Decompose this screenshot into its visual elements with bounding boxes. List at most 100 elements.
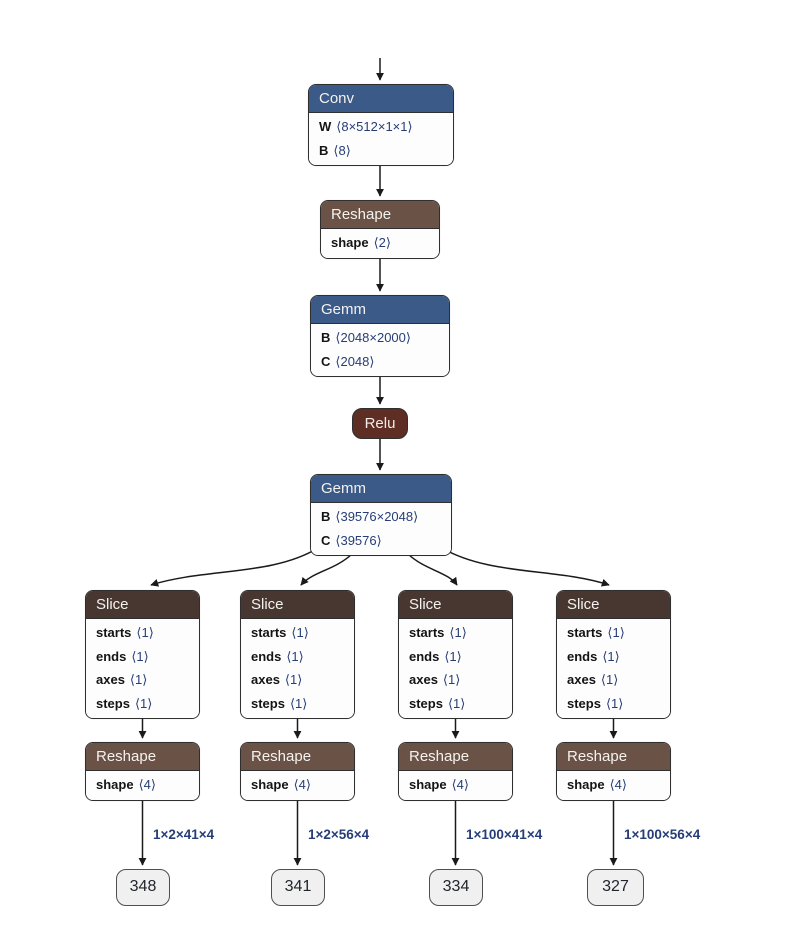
node-reshape-1-header[interactable]: Reshape	[86, 743, 199, 771]
output-node-348[interactable]: 348	[116, 869, 170, 906]
attr-name: starts	[251, 625, 287, 640]
attr-row: B ⟨39576×2048⟩	[321, 505, 441, 529]
attr-name: shape	[331, 235, 369, 250]
attr-name: B	[321, 509, 331, 524]
attr-value: ⟨2048×2000⟩	[335, 330, 411, 345]
edge-shape-label-2: 1×2×56×4	[308, 827, 370, 842]
attr-value: ⟨1⟩	[444, 648, 462, 664]
node-reshape-2-header[interactable]: Reshape	[241, 743, 354, 771]
attr-row: shape ⟨4⟩	[96, 773, 189, 797]
attr-name: C	[321, 353, 331, 369]
attr-value: ⟨1⟩	[131, 648, 149, 664]
attr-name: shape	[409, 777, 447, 792]
node-gemm2-header[interactable]: Gemm	[311, 475, 451, 503]
attr-value: ⟨4⟩	[138, 777, 156, 792]
attr-name: shape	[567, 777, 605, 792]
attr-name: starts	[409, 625, 445, 640]
attr-value: ⟨1⟩	[286, 648, 304, 664]
attr-row: ends⟨1⟩	[96, 645, 189, 669]
attr-name: ends	[409, 648, 440, 664]
attr-name: starts	[567, 625, 603, 640]
attr-value: ⟨39576⟩	[335, 532, 382, 548]
attr-value: ⟨4⟩	[609, 777, 627, 792]
attr-row: steps⟨1⟩	[96, 692, 189, 716]
node-reshape-1-body: shape ⟨4⟩	[86, 771, 199, 800]
node-conv[interactable]: Conv W⟨8×512×1×1⟩ B⟨8⟩	[308, 84, 454, 166]
attr-value: ⟨4⟩	[451, 777, 469, 792]
node-slice-1-body: starts⟨1⟩ ends⟨1⟩ axes⟨1⟩ steps⟨1⟩	[86, 619, 199, 718]
edge-gemm2-slice2	[300, 553, 353, 586]
attr-value: ⟨1⟩	[607, 625, 625, 640]
attr-value: ⟨2048⟩	[335, 353, 375, 369]
node-reshape-top-body: shape⟨2⟩	[321, 229, 439, 258]
node-conv-body: W⟨8×512×1×1⟩ B⟨8⟩	[309, 113, 453, 165]
node-relu[interactable]: Relu	[352, 408, 408, 439]
node-conv-header[interactable]: Conv	[309, 85, 453, 113]
node-reshape-2[interactable]: Reshape shape⟨4⟩	[240, 742, 355, 801]
attr-value: ⟨1⟩	[291, 625, 309, 640]
node-gemm1-body: B ⟨2048×2000⟩ C⟨2048⟩	[311, 324, 449, 376]
attr-row: B ⟨2048×2000⟩	[321, 326, 439, 350]
edge-gemm2-slice4	[441, 547, 610, 587]
node-gemm2[interactable]: Gemm B⟨39576×2048⟩ C⟨39576⟩	[310, 474, 452, 556]
attr-name: axes	[567, 672, 596, 687]
node-slice-1[interactable]: Slice starts⟨1⟩ ends⟨1⟩ axes⟨1⟩ steps⟨1⟩	[85, 590, 200, 719]
attr-value: ⟨8⟩	[333, 142, 351, 158]
attr-name: axes	[251, 672, 280, 687]
attr-row: steps⟨1⟩	[251, 692, 344, 716]
node-reshape-4[interactable]: Reshape shape ⟨4⟩	[556, 742, 671, 801]
attr-name: steps	[96, 695, 130, 711]
attr-row: ends⟨1⟩	[409, 645, 502, 669]
node-reshape-3-body: shape ⟨4⟩	[399, 771, 512, 800]
attr-value: ⟨1⟩	[602, 648, 620, 664]
node-gemm1[interactable]: Gemm B ⟨2048×2000⟩ C⟨2048⟩	[310, 295, 450, 377]
output-node-327[interactable]: 327	[587, 869, 644, 906]
output-node-334[interactable]: 334	[429, 869, 483, 906]
edge-shape-label-1: 1×2×41×4	[153, 827, 215, 842]
attr-name: W	[319, 119, 332, 134]
node-slice-2[interactable]: Slice starts⟨1⟩ ends⟨1⟩ axes⟨1⟩ steps⟨1⟩	[240, 590, 355, 719]
node-slice-3-body: starts⟨1⟩ ends⟨1⟩ axes⟨1⟩ steps⟨1⟩	[399, 619, 512, 718]
node-reshape-4-header[interactable]: Reshape	[557, 743, 670, 771]
node-slice-2-header[interactable]: Slice	[241, 591, 354, 619]
attr-row: shape ⟨4⟩	[409, 773, 502, 797]
node-gemm1-header[interactable]: Gemm	[311, 296, 449, 324]
node-reshape-4-body: shape ⟨4⟩	[557, 771, 670, 800]
attr-value: ⟨1⟩	[129, 672, 148, 687]
node-reshape-top-header[interactable]: Reshape	[321, 201, 439, 229]
attr-name: ends	[567, 648, 598, 664]
node-slice-4[interactable]: Slice starts⟨1⟩ ends⟨1⟩ axes⟨1⟩ steps⟨1⟩	[556, 590, 671, 719]
attr-row: shape⟨4⟩	[251, 773, 344, 797]
node-slice-3-header[interactable]: Slice	[399, 591, 512, 619]
attr-value: ⟨1⟩	[134, 695, 153, 711]
node-reshape-1[interactable]: Reshape shape ⟨4⟩	[85, 742, 200, 801]
attr-row: steps⟨1⟩	[567, 692, 660, 716]
attr-value: ⟨39576×2048⟩	[335, 509, 419, 524]
node-gemm2-body: B⟨39576×2048⟩ C⟨39576⟩	[311, 503, 451, 555]
attr-value: ⟨1⟩	[449, 625, 467, 640]
attr-name: steps	[251, 695, 285, 711]
attr-name: shape	[96, 777, 134, 792]
attr-value: ⟨1⟩	[600, 672, 619, 687]
edge-shape-label-3: 1×100×41×4	[466, 827, 543, 842]
attr-value: ⟨1⟩	[447, 695, 466, 711]
output-node-341[interactable]: 341	[271, 869, 325, 906]
node-reshape-3-header[interactable]: Reshape	[399, 743, 512, 771]
attr-name: axes	[409, 672, 438, 687]
attr-row: axes ⟨1⟩	[567, 668, 660, 692]
node-slice-4-header[interactable]: Slice	[557, 591, 670, 619]
edge-gemm2-slice3	[407, 553, 458, 586]
attr-row: axes⟨1⟩	[409, 668, 502, 692]
node-reshape-top[interactable]: Reshape shape⟨2⟩	[320, 200, 440, 259]
node-slice-1-header[interactable]: Slice	[86, 591, 199, 619]
attr-name: steps	[567, 695, 601, 711]
node-reshape-3[interactable]: Reshape shape ⟨4⟩	[398, 742, 513, 801]
attr-name: B	[321, 330, 331, 345]
attr-row: steps⟨1⟩	[409, 692, 502, 716]
attr-row: starts⟨1⟩	[96, 621, 189, 645]
node-slice-3[interactable]: Slice starts⟨1⟩ ends⟨1⟩ axes⟨1⟩ steps⟨1⟩	[398, 590, 513, 719]
attr-name: steps	[409, 695, 443, 711]
attr-row: starts ⟨1⟩	[251, 621, 344, 645]
